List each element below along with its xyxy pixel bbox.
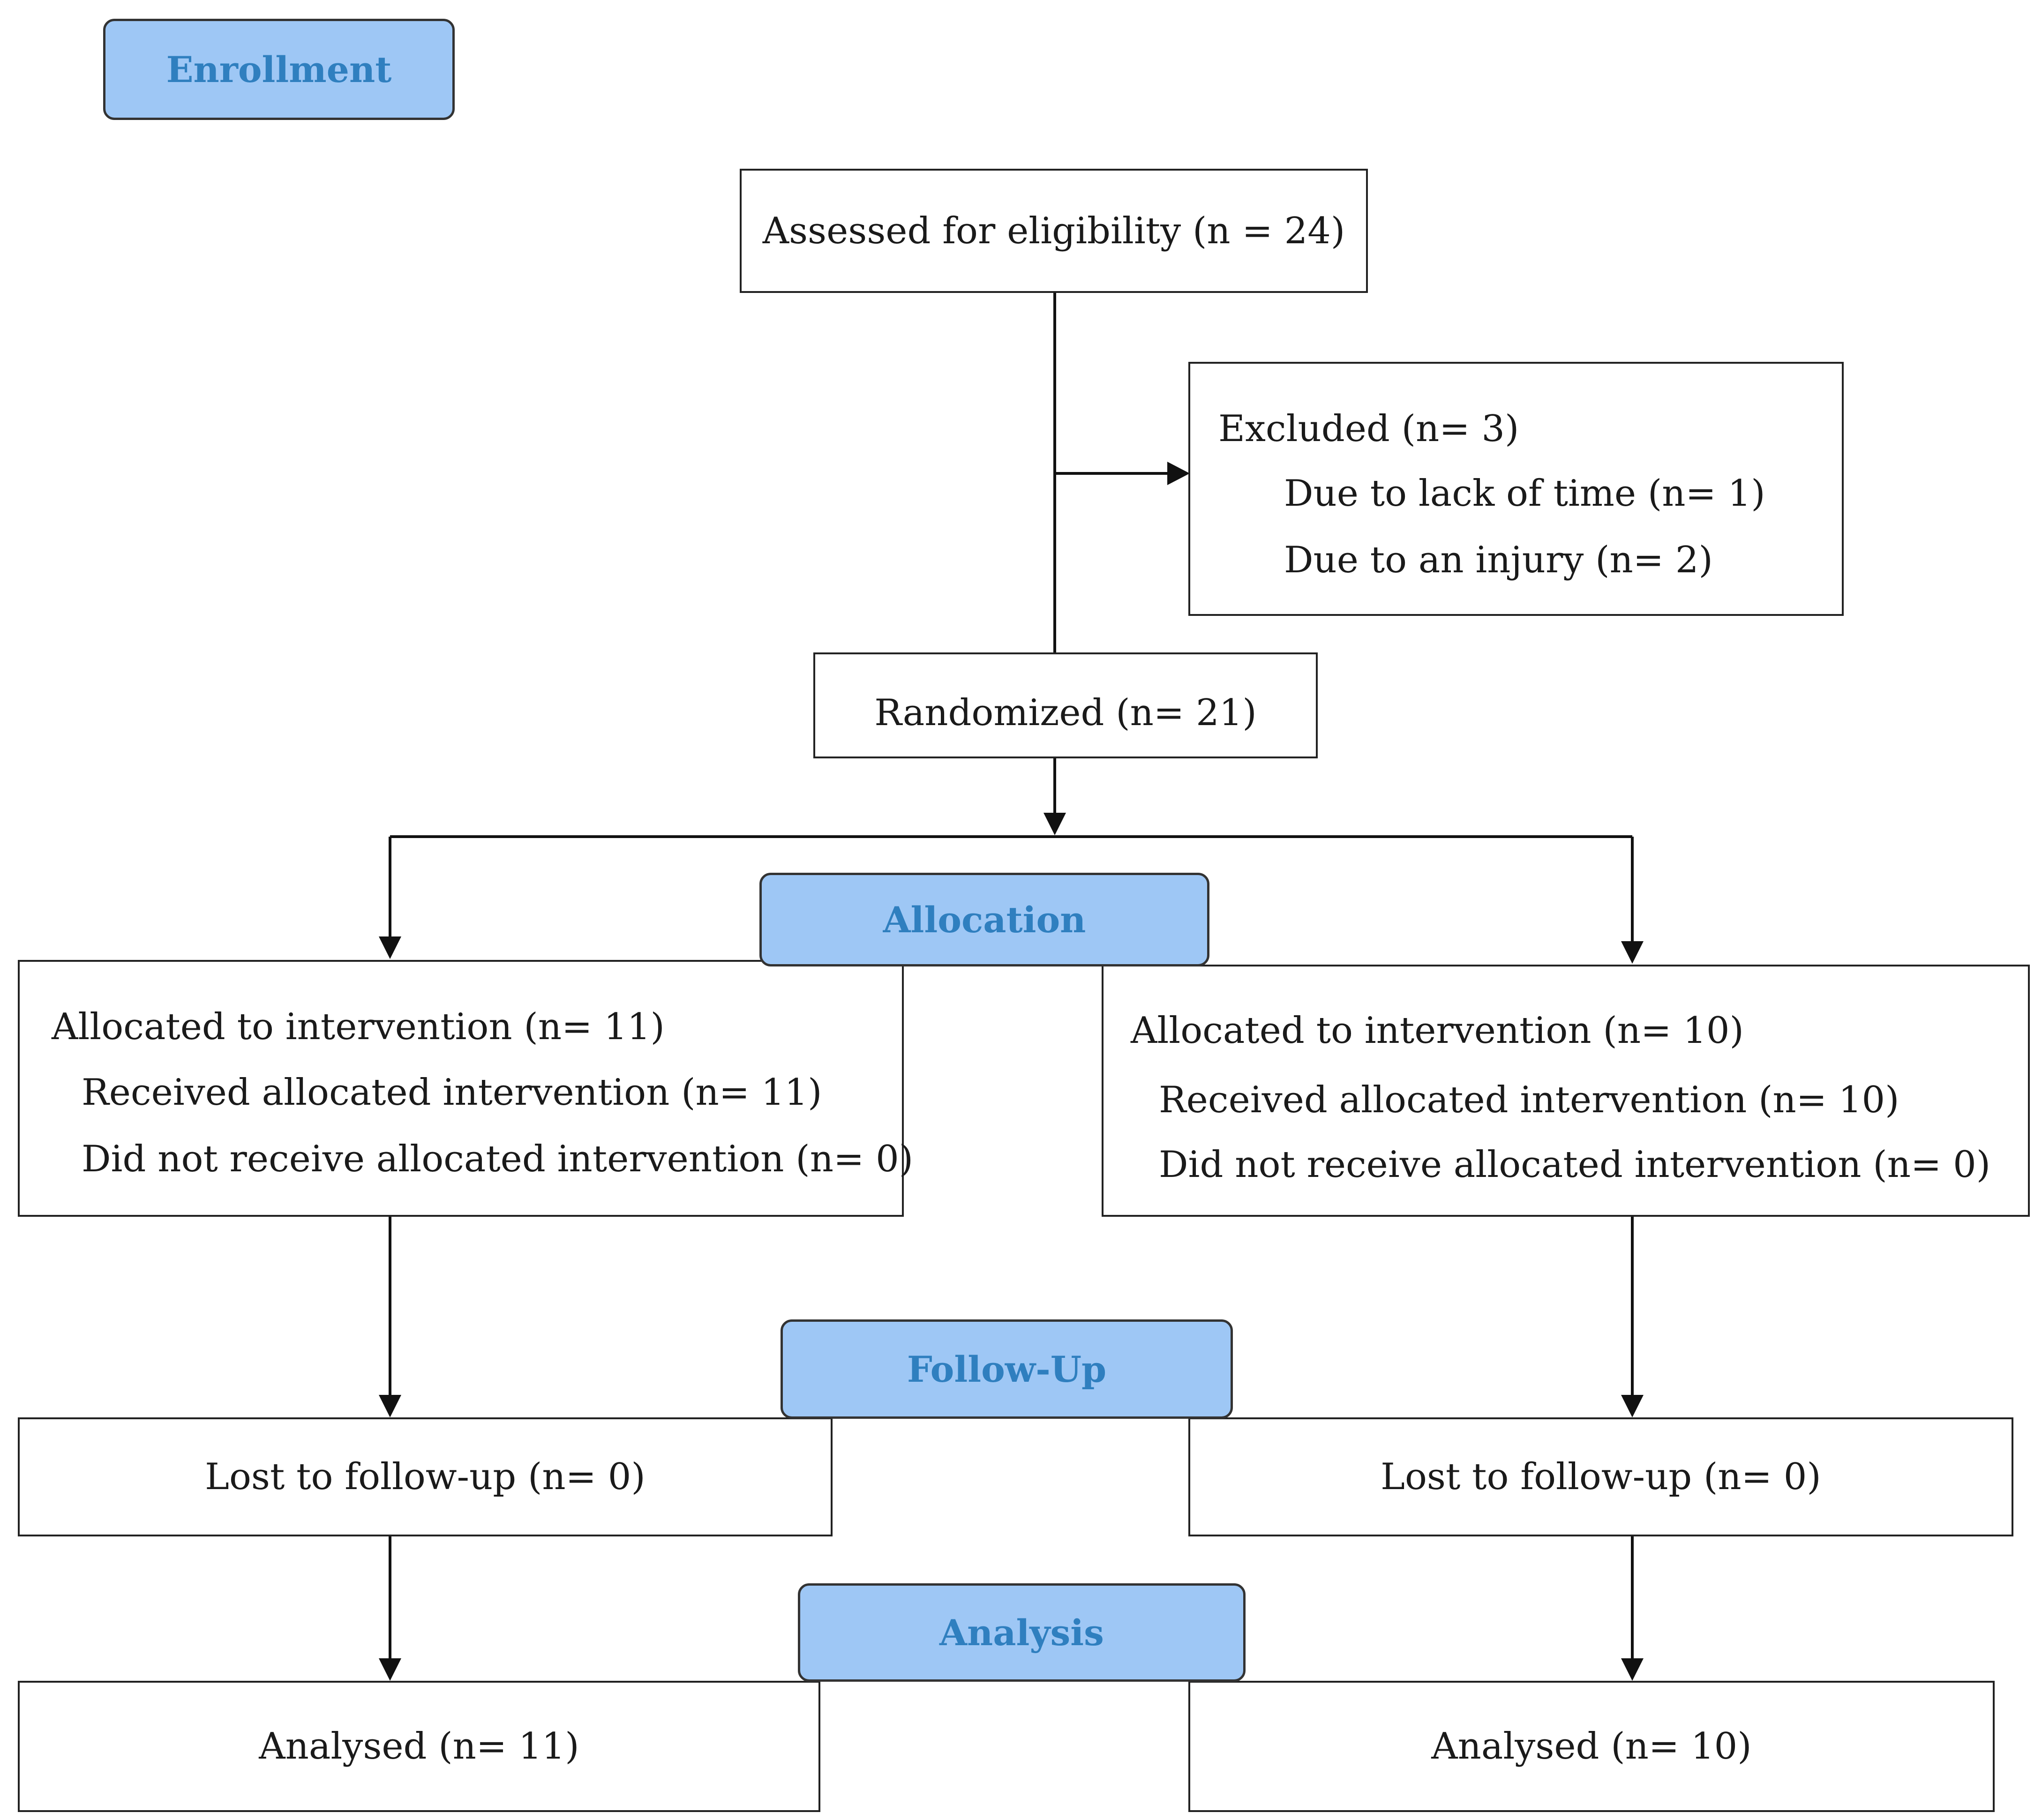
arrowhead-alloc-right — [1621, 941, 1644, 964]
arrowhead-analysis-left — [379, 1658, 401, 1681]
assessed-box: Assessed for eligibility (n = 24) — [740, 169, 1368, 293]
allocation-right-box: Allocated to intervention (n= 10) Receiv… — [1102, 965, 2030, 1217]
excluded-box: Excluded (n= 3) Due to lack of time (n= … — [1188, 362, 1844, 616]
analysis-left-box: Analysed (n= 11) — [18, 1681, 820, 1812]
assessed-text: Assessed for eligibility (n = 24) — [762, 210, 1345, 252]
followup-right-text: Lost to follow-up (n= 0) — [1381, 1456, 1821, 1498]
stage-analysis: Analysis — [798, 1583, 1246, 1682]
excluded-reason: Due to lack of time (n= 1) — [1284, 472, 1765, 515]
stage-enrollment-label: Enrollment — [166, 48, 392, 90]
stage-follow-up-label: Follow-Up — [907, 1348, 1107, 1390]
randomized-box: Randomized (n= 21) — [813, 652, 1318, 758]
allocation-left-not-received: Did not receive allocated intervention (… — [82, 1138, 914, 1180]
stage-enrollment: Enrollment — [103, 19, 455, 120]
allocation-left-box: Allocated to intervention (n= 11) Receiv… — [18, 960, 913, 1217]
stage-analysis-label: Analysis — [939, 1611, 1104, 1654]
analysis-left-text: Analysed (n= 11) — [259, 1725, 579, 1768]
arrowhead-analysis-right — [1621, 1658, 1644, 1681]
analysis-right-box: Analysed (n= 10) — [1188, 1681, 1995, 1812]
allocation-left-received: Received allocated intervention (n= 11) — [82, 1071, 822, 1114]
stage-follow-up: Follow-Up — [781, 1319, 1233, 1419]
excluded-reason: Due to an injury (n= 2) — [1284, 539, 1713, 581]
stage-allocation-label: Allocation — [883, 899, 1086, 941]
arrowhead-alloc-left — [379, 936, 401, 959]
allocation-right-received: Received allocated intervention (n= 10) — [1159, 1079, 1899, 1121]
followup-left-text: Lost to follow-up (n= 0) — [205, 1456, 646, 1498]
followup-left-box: Lost to follow-up (n= 0) — [18, 1417, 833, 1536]
allocation-right-not-received: Did not receive allocated intervention (… — [1159, 1144, 1991, 1186]
arrowhead-split — [1044, 813, 1066, 835]
allocation-left-allocated: Allocated to intervention (n= 11) — [52, 1006, 665, 1048]
analysis-right-text: Analysed (n= 10) — [1431, 1725, 1752, 1768]
arrowhead-followup-left — [379, 1395, 401, 1417]
stage-allocation: Allocation — [759, 873, 1209, 966]
arrowhead-followup-right — [1621, 1395, 1644, 1417]
arrowhead-excluded — [1167, 462, 1190, 485]
followup-right-box: Lost to follow-up (n= 0) — [1188, 1417, 2013, 1536]
randomized-text: Randomized (n= 21) — [874, 692, 1257, 734]
allocation-right-allocated: Allocated to intervention (n= 10) — [1131, 1010, 1744, 1052]
excluded-title: Excluded (n= 3) — [1218, 408, 1519, 450]
